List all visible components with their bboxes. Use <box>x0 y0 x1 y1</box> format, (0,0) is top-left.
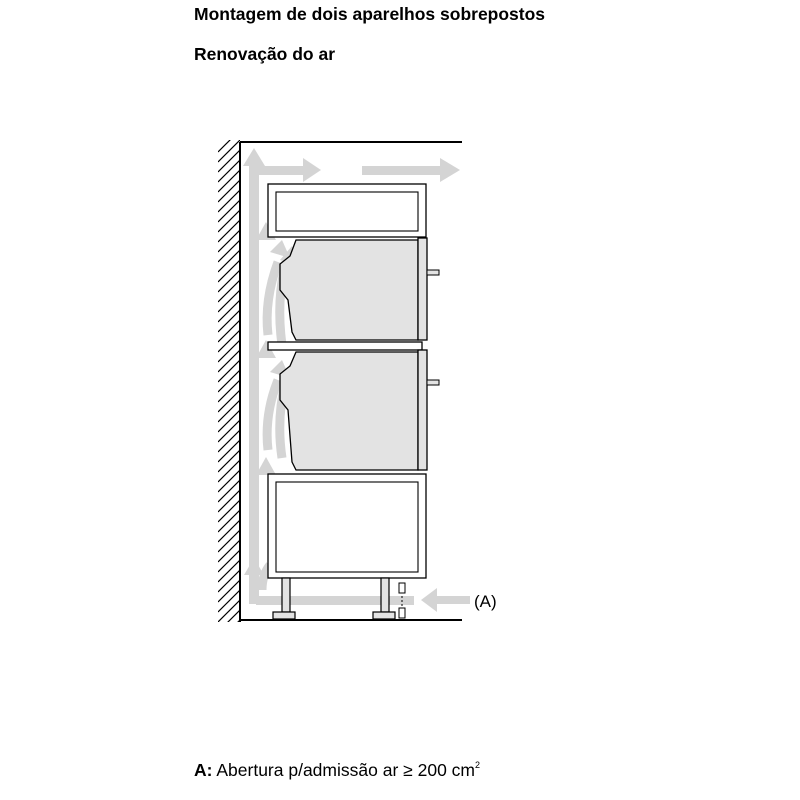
hatch-line <box>218 179 240 203</box>
hatch-line <box>218 399 240 423</box>
airflow-arrows <box>243 148 470 612</box>
inlet-arrow <box>421 588 470 612</box>
rear-flow-arrowhead-lower <box>244 558 264 575</box>
hatch-line <box>218 329 240 353</box>
legend-text: Abertura p/admissão ar ≥ 200 cm <box>216 760 475 780</box>
hatch-line <box>218 419 240 443</box>
hatch-line <box>218 569 240 593</box>
hatch-line <box>218 269 240 293</box>
hatch-line <box>218 219 240 243</box>
middle-shelf <box>267 341 423 351</box>
hatch-line <box>218 349 240 373</box>
upper-knob <box>426 269 440 276</box>
page-subtitle: Renovação do ar <box>194 44 336 64</box>
wall-hatching <box>218 140 240 652</box>
exit-flow-bar <box>362 166 442 175</box>
cabinet-feet <box>272 577 396 620</box>
hatch-line <box>218 489 240 513</box>
hatch-line <box>218 239 240 263</box>
upper-appliance <box>279 237 440 341</box>
hatch-line <box>218 359 240 383</box>
legend-superscript: 2 <box>475 760 481 770</box>
hatch-line <box>218 289 240 313</box>
hatch-line <box>218 599 240 622</box>
hatch-line <box>218 549 240 573</box>
hatch-line <box>218 409 240 433</box>
hatch-line <box>218 579 240 603</box>
legend-key: A: <box>194 760 213 780</box>
hatch-line <box>218 459 240 483</box>
hatch-line <box>218 439 240 463</box>
hatch-line <box>218 339 240 363</box>
lower-appliance <box>279 349 440 471</box>
top-cabinet-inner <box>275 191 419 232</box>
lower-knob <box>426 379 440 386</box>
hatch-line <box>218 369 240 393</box>
hatch-line <box>218 249 240 273</box>
hatch-line <box>218 479 240 503</box>
page-title: Montagem de dois aparelhos sobrepostos <box>194 4 546 24</box>
hatch-line <box>218 159 240 183</box>
hatch-line <box>218 259 240 283</box>
hatch-line <box>237 619 240 622</box>
hatch-line <box>218 589 240 613</box>
hatch-line <box>218 539 240 563</box>
hatch-line <box>218 559 240 583</box>
hatch-line <box>218 499 240 523</box>
hatch-line <box>227 609 240 622</box>
hatch-line <box>218 630 240 652</box>
legend: A: Abertura p/admissão ar ≥ 200 cm2 <box>194 760 480 781</box>
hatch-line <box>218 509 240 533</box>
top-flow-arrowhead <box>303 158 321 182</box>
rear-flow-bar <box>249 166 259 604</box>
hatch-line <box>218 229 240 253</box>
hatch-line <box>218 169 240 193</box>
hatch-line <box>218 389 240 413</box>
floor-flow-bar <box>256 596 414 605</box>
hatch-line <box>218 140 231 153</box>
hatch-line <box>218 429 240 453</box>
hatch-line <box>218 379 240 403</box>
hatch-line <box>218 529 240 553</box>
hatch-line <box>218 279 240 303</box>
plinth-marker <box>398 582 406 619</box>
hatch-line <box>218 140 240 163</box>
hatch-line <box>218 309 240 333</box>
hatch-line <box>218 519 240 543</box>
exit-flow-arrowhead <box>440 158 460 182</box>
hatch-line <box>218 469 240 493</box>
rear-flow-arrowhead-top <box>243 148 265 166</box>
callout-label: (A) <box>474 592 497 611</box>
hatch-line <box>218 149 240 173</box>
top-flow-bar <box>259 166 309 175</box>
hatch-line <box>218 299 240 323</box>
hatch-line <box>218 209 240 233</box>
hatch-line <box>218 449 240 473</box>
hatch-line <box>218 319 240 343</box>
bottom-cabinet-inner <box>275 481 419 573</box>
hatch-line <box>218 199 240 223</box>
hatch-line <box>218 189 240 213</box>
